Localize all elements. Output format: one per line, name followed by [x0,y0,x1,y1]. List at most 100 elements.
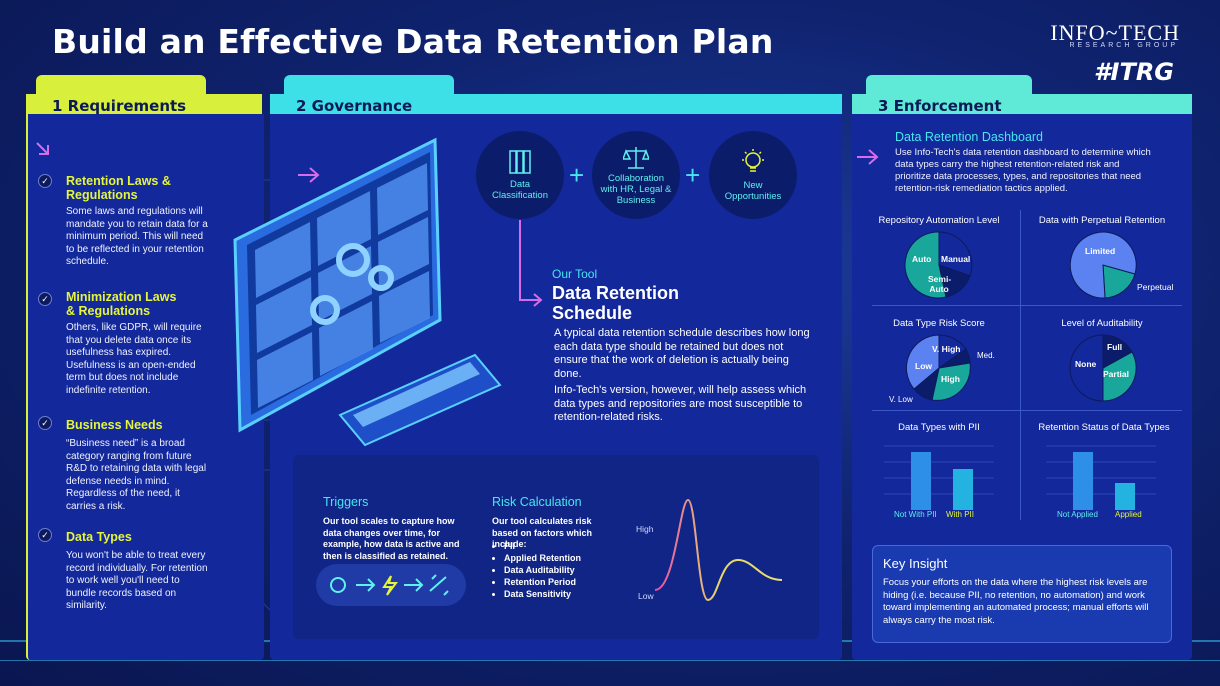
pie-label: Low [915,361,932,371]
key-insight-body: Focus your efforts on the data where the… [883,577,1149,626]
bar-label: Applied [1115,510,1142,519]
triggers-title: Triggers [323,495,369,509]
pie-label: Med. [977,351,995,360]
requirement-title: Minimization Laws & Regulations [66,290,177,318]
chart-title: Data with Perpetual Retention [1038,215,1166,226]
pie-label: Partial [1103,369,1129,379]
bar-label: Not With PII [894,510,937,519]
dashboard-divider [872,305,1182,306]
circle-new-opportunities: New Opportunities [709,131,797,219]
bar-chart-pii [884,445,994,510]
pie-label: V. High [932,344,961,354]
check-icon: ✓ [38,528,52,542]
key-insight-title: Key Insight [883,556,948,571]
requirement-body: “Business need” is a broad category rang… [66,438,207,512]
brand-logo-subtitle: RESEARCH GROUP [1069,42,1178,49]
arrow-right-icon [356,578,376,592]
requirement-body: You won't be able to treat every record … [66,550,208,611]
check-icon: ✓ [38,174,52,188]
chart-title: Retention Status of Data Types [1038,422,1170,433]
tab-enforcement: 3 Enforcement [852,94,1192,115]
dashboard-description: Use Info-Tech's data retention dashboard… [895,147,1151,194]
pie-label: Full [1107,342,1123,352]
bar [911,452,931,510]
triggers-body: Our tool scales to capture how data chan… [323,516,460,561]
circle-label: New Opportunities [724,179,782,202]
risk-factor: Data Auditability [504,564,581,576]
enforcement-tab-top [866,75,1032,97]
broken-link-icon [429,574,449,596]
page-title: Build an Effective Data Retention Plan [52,22,774,61]
risk-factor: Applied Retention [504,552,581,564]
pie-label: Semi-Auto [928,274,952,294]
lightbulb-icon [742,148,764,172]
bar [953,469,973,510]
bar-label: Not Applied [1057,510,1098,519]
pie-label: V. Low [889,395,913,404]
circle-label: Data Classification [492,179,548,201]
governance-tab-label: 2 Governance [296,97,413,115]
requirement-body: Some laws and regulations will mandate y… [66,206,208,267]
bar-label: With PII [946,510,975,519]
arrow-right-icon [298,167,320,183]
risk-factor: Retention Period [504,576,581,588]
requirement-text: Business Needs “Business need” is a broa… [66,418,256,513]
pie-chart-auditability [1069,334,1137,402]
server-icon [509,150,531,174]
requirement-item: ✓ [38,174,52,188]
risk-factor: Data Sensitivity [504,588,581,600]
plus-icon: + [685,160,701,190]
risk-title: Risk Calculation [492,495,582,509]
gear-icon [330,577,346,593]
pie-label: Perpetual [1137,282,1174,292]
connector-arrow [519,220,543,307]
lightning-icon [382,575,398,596]
chart-title: Data Type Risk Score [893,318,985,329]
arrow-down-right-icon [36,142,49,155]
arrow-right-icon [857,149,879,165]
tab-requirements [36,75,206,97]
check-icon: ✓ [38,416,52,430]
circle-data-classification: Data Classification [476,131,564,219]
requirement-body: Others, like GDPR, will require that you… [66,322,202,396]
chart-title: Data Types with PII [898,422,980,433]
brand-logo: INFO~TECH [1050,20,1180,45]
risk-graph-low-label: Low [638,591,654,601]
tab-governance: 2 Governance [270,94,842,115]
requirements-panel: ✓ Retention Laws & Regulations Some laws… [26,114,264,660]
tool-description-1: A typical data retention schedule descri… [554,327,810,380]
risk-curve [654,498,783,602]
requirement-text: Retention Laws & Regulations Some laws a… [66,174,256,269]
requirement-text: Data Types You won't be able to treat ev… [66,530,256,613]
tool-description-2: Info-Tech's version, however, will help … [554,384,807,423]
dashboard-divider [1020,210,1021,520]
governance-tab-top [284,75,454,97]
circle-label: Collaboration with HR, Legal & Business [600,172,672,206]
requirements-tab-bar: 1 Requirements [26,94,262,115]
tool-features-panel [293,455,819,639]
circle-collaboration: Collaboration with HR, Legal & Business [592,131,680,219]
requirement-title: Retention Laws & Regulations [66,174,171,202]
bar [1073,452,1093,510]
check-icon: ✓ [38,292,52,306]
risk-factor: PII [504,540,581,552]
risk-graph-high-label: High [636,524,654,534]
bar-chart-retention-status [1046,445,1156,510]
arrow-right-icon [404,578,424,592]
pie-label: High [941,374,960,384]
risk-body: Our tool calculates risk based on factor… [492,516,593,549]
pie-label: Auto [912,254,932,264]
bar [1115,483,1135,510]
pie-label: Limited [1085,246,1116,256]
trigger-flow [316,564,466,606]
requirement-title: Business Needs [66,418,163,432]
pie-label: None [1075,359,1097,369]
computer-illustration [233,137,502,447]
dashboard-title: Data Retention Dashboard [895,130,1044,144]
trigger-flow-icons [330,574,449,596]
pie-label: Manual [941,254,971,264]
itrg-logo: #ITRG [1093,58,1174,86]
dashboard-divider [872,410,1182,411]
key-insight-box [872,545,1172,643]
pie-chart-perpetual-retention [1069,231,1137,299]
